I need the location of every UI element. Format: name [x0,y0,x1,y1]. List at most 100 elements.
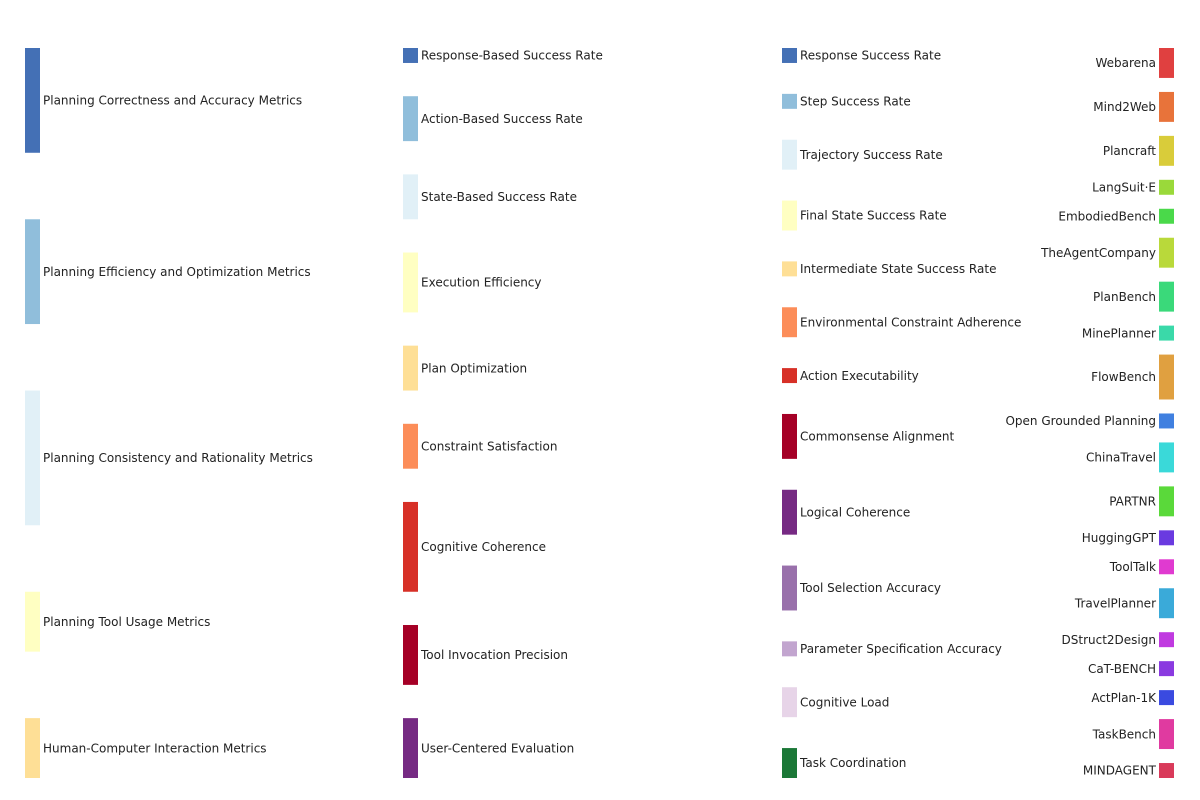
node-actplan1k [1159,690,1174,706]
node-planbench [1159,281,1174,312]
node-pca [25,48,40,153]
node-label-taskbench: TaskBench [1092,727,1156,741]
node-lc [782,489,797,535]
node-ca [782,413,797,459]
node-label-actplan1k: ActPlan-1K [1091,691,1157,705]
node-label-ca: Commonsense Alignment [800,430,955,444]
node-label-uce: User-Centered Evaluation [421,741,574,755]
node-tsr [782,139,797,170]
node-label-cl: Cognitive Load [800,695,889,709]
node-taskbench [1159,719,1174,750]
node-label-hugginggpt: HuggingGPT [1082,531,1157,545]
node-tc [782,748,797,778]
node-label-tip: Tool Invocation Precision [420,648,568,662]
labels-layer: Planning Correctness and Accuracy Metric… [43,49,1157,778]
node-label-ssr: Step Success Rate [800,95,911,109]
node-label-embodiedbench: EmbodiedBench [1058,209,1156,223]
node-label-theagentcompany: TheAgentCompany [1040,246,1156,260]
nodes-layer [25,48,1174,778]
node-label-issr: Intermediate State Success Rate [800,262,996,276]
node-dstruct2design [1159,632,1174,648]
node-peo [25,219,40,325]
node-label-mineplanner: MinePlanner [1082,326,1156,340]
link-tsa-to-flowbench [797,370,1159,581]
node-label-po: Plan Optimization [421,361,527,375]
node-tsa [782,565,797,611]
node-label-partnr: PARTNR [1109,495,1156,509]
link-absr-to-ssr [418,94,782,111]
node-cc [403,501,418,592]
node-mind2web [1159,91,1174,122]
node-label-mindagent: MINDAGENT [1083,764,1157,778]
node-label-tooltalk: ToolTalk [1109,560,1156,574]
node-label-mind2web: Mind2Web [1093,100,1156,114]
node-issr [782,261,797,277]
link-pca-to-sbsr [40,108,403,219]
node-plancraft [1159,135,1174,166]
node-sbsr [403,174,418,220]
node-label-sbsr: State-Based Success Rate [421,190,577,204]
node-label-rsr: Response Success Rate [800,49,941,63]
link-cc-to-ca [418,414,782,547]
node-label-hci: Human-Computer Interaction Metrics [43,741,267,755]
node-uce [403,718,418,778]
link-cs-to-eca [418,307,782,453]
node-flowbench [1159,354,1174,400]
link-sbsr-to-issr [418,204,782,276]
node-hci [25,718,40,778]
node-label-planbench: PlanBench [1093,290,1156,304]
node-mineplanner [1159,325,1174,341]
node-webarena [1159,48,1174,78]
node-po [403,345,418,391]
links-layer [40,48,1159,778]
node-langsuite [1159,179,1174,195]
node-ptu [25,591,40,652]
node-theagentcompany [1159,237,1174,268]
node-ssr [782,93,797,109]
link-uce-to-cl [418,687,782,748]
node-partnr [1159,486,1174,517]
node-label-psa: Parameter Specification Accuracy [800,642,1002,656]
node-label-tc: Task Coordination [799,756,906,770]
node-eca [782,307,797,338]
node-tooltalk [1159,559,1174,575]
link-ptu-to-tip [40,592,403,685]
node-label-pcr: Planning Consistency and Rationality Met… [43,451,313,465]
node-label-webarena: Webarena [1095,56,1156,70]
node-catbench [1159,661,1174,677]
node-pcr [25,390,40,526]
link-peo-to-po [40,279,403,390]
node-label-plancraft: Plancraft [1103,144,1156,158]
node-label-langsuite: LangSuit·E [1092,180,1156,194]
node-label-flowbench: FlowBench [1091,370,1156,384]
node-embodiedbench [1159,208,1174,224]
node-travelplanner [1159,588,1174,619]
node-ogp [1159,413,1174,429]
node-label-fssr: Final State Success Rate [800,209,947,223]
node-label-ogp: Open Grounded Planning [1005,414,1156,428]
node-label-tsr: Trajectory Success Rate [799,148,943,162]
node-label-lc: Logical Coherence [800,505,910,519]
node-label-peo: Planning Efficiency and Optimization Met… [43,265,311,279]
node-label-dstruct2design: DStruct2Design [1062,633,1156,647]
node-chinatravel [1159,442,1174,473]
node-psa [782,641,797,657]
node-label-chinatravel: ChinaTravel [1086,451,1156,465]
node-absr [403,96,418,142]
node-label-pca: Planning Correctness and Accuracy Metric… [43,94,302,108]
node-ee [403,252,418,313]
node-label-cs: Constraint Satisfaction [421,439,557,453]
node-label-eca: Environmental Constraint Adherence [800,315,1021,329]
link-pca-to-rbsr [40,48,403,63]
node-label-ptu: Planning Tool Usage Metrics [43,615,210,629]
node-cl [782,687,797,718]
node-tip [403,625,418,685]
node-label-absr: Action-Based Success Rate [421,112,583,126]
node-label-ae: Action Executability [800,369,919,383]
node-rbsr [403,48,418,63]
node-label-tsa: Tool Selection Accuracy [799,581,941,595]
node-label-ee: Execution Efficiency [421,276,542,290]
node-hugginggpt [1159,530,1174,546]
node-label-cc: Cognitive Coherence [421,540,546,554]
